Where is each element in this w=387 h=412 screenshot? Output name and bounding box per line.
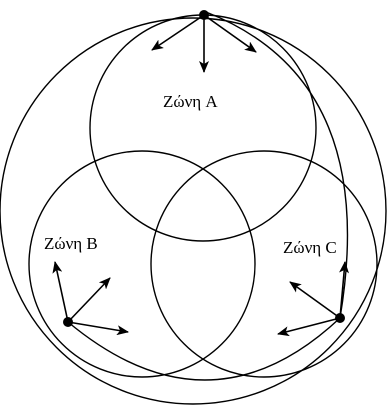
- outer-boundary-arc: [67, 317, 341, 381]
- zone-b-label: Ζώνη B: [44, 234, 98, 253]
- zone-c-arrow-up: [339, 261, 350, 319]
- outer-boundary-arc-top: [205, 11, 349, 319]
- zone-a-arrow-left: [151, 14, 205, 51]
- zone-b-arrow-up: [52, 261, 69, 323]
- zone-c-arrow-diagonal: [289, 281, 341, 319]
- zone-a-arrow-right: [203, 14, 257, 53]
- zone-a-label: Ζώνη A: [163, 92, 218, 111]
- outer-boundary-circle: [0, 17, 387, 405]
- zone-b-arrow-right: [67, 321, 129, 336]
- zone-c-circle: [150, 150, 378, 378]
- zone-c-label: Ζώνη C: [283, 238, 337, 257]
- zone-c-arrow-left: [277, 317, 341, 337]
- zone-a-circle: [89, 14, 317, 242]
- zone-b-circle: [28, 150, 256, 378]
- zone-b-arrow-diagonal: [67, 277, 111, 323]
